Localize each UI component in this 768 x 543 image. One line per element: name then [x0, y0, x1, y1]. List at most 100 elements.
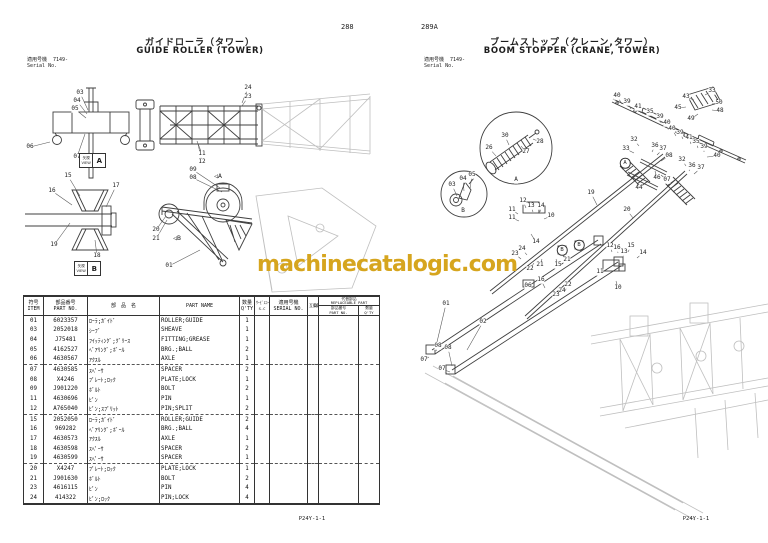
callout-21: 21 — [536, 260, 544, 269]
callout-01: 01 — [442, 299, 450, 308]
callout-11: 11 — [596, 267, 604, 276]
callout-26: 26 — [485, 143, 493, 152]
callout-13: 13 — [620, 247, 628, 256]
callout-08: 08 — [434, 341, 442, 350]
callout-23: 23 — [511, 249, 519, 258]
callout-04: 04 — [73, 96, 81, 105]
callout-24: 24 — [518, 244, 526, 253]
callout-11: 11 — [198, 149, 206, 158]
callout-07: 07 — [73, 152, 81, 161]
right-title-jp: ブームストップ（クレーン,タワー） — [490, 38, 654, 48]
callout-16: 16 — [613, 243, 621, 252]
callout-40: 40 — [663, 118, 671, 127]
view-arrow-B: ◁B — [173, 233, 181, 242]
callout-02: 02 — [479, 317, 487, 326]
callout-43: 43 — [682, 92, 690, 101]
callout-41: 41 — [634, 102, 642, 111]
callout-27: 27 — [522, 147, 530, 156]
callout-22: 22 — [526, 264, 534, 273]
callout-40: 40 — [613, 91, 621, 100]
callout-06: 06 — [26, 142, 34, 151]
callout-19: 19 — [587, 188, 595, 197]
callout-B: B — [461, 206, 465, 215]
callout-20: 20 — [623, 205, 631, 214]
serial-label-en: Serial No. — [27, 62, 58, 69]
callout-18: 18 — [93, 251, 101, 260]
callout-48: 48 — [716, 106, 724, 115]
serial-label-en: Serial No. — [424, 62, 455, 69]
right-page-number: 289A — [421, 23, 438, 31]
callout-17: 17 — [112, 181, 120, 190]
left-serial-block: 適用号機 7149- Serial No. — [27, 57, 69, 70]
callout-05: 05 — [71, 104, 79, 113]
left-title-jp: ガイドローラ（タワー） — [144, 38, 255, 48]
callout-21: 21 — [563, 255, 571, 264]
view-a-letter: A — [96, 156, 103, 165]
callout-01: 01 — [165, 261, 173, 270]
callout-39: 39 — [676, 128, 684, 137]
callout-32: 32 — [630, 135, 638, 144]
callout-20: 20 — [152, 225, 160, 234]
col-name-jp: 部 品 名 — [87, 296, 160, 316]
left-footer-code: P24Y-1-1 — [298, 516, 326, 522]
callout-10: 10 — [614, 283, 622, 292]
col-sc: ｻｰﾋﾞｽｺｰﾄﾞS.C — [254, 296, 270, 316]
callout-36: 36 — [651, 141, 659, 150]
callout-12: 12 — [198, 157, 206, 166]
callout-14: 14 — [639, 248, 647, 257]
callout-41: 41 — [685, 133, 693, 142]
callout-04: 04 — [459, 174, 467, 183]
callout-40: 40 — [668, 124, 676, 133]
callout-39: 39 — [656, 112, 664, 121]
guide-roller-diagram — [25, 87, 377, 293]
serial-label-jp: 適用号機 — [424, 57, 445, 63]
callout-33: 33 — [622, 144, 630, 153]
callout-07: 07 — [420, 355, 428, 364]
callout-12: 12 — [519, 196, 527, 205]
watermark: machinecatalogic.com — [257, 252, 518, 277]
callout-28: 28 — [536, 137, 544, 146]
callout-39: 39 — [623, 97, 631, 106]
callout-35: 35 — [692, 137, 700, 146]
callout-10: 10 — [547, 211, 555, 220]
left-page-number: 288 — [341, 23, 354, 31]
serial-value: 7149- — [53, 57, 69, 63]
callout-44: 44 — [635, 183, 643, 192]
col-ica: 互換性ICA — [307, 296, 319, 316]
callout-23: 23 — [552, 290, 560, 299]
callout-35: 35 — [646, 107, 654, 116]
callout-07: 07 — [438, 364, 446, 373]
callout-49: 49 — [687, 114, 695, 123]
callout-05: 05 — [468, 170, 476, 179]
left-title-en: GUIDE ROLLER (TOWER) — [136, 46, 264, 56]
serial-label-jp: 適用号機 — [27, 57, 48, 63]
callout-09: 09 — [189, 165, 197, 174]
callout-03: 03 — [76, 88, 84, 97]
callout-13: 13 — [527, 201, 535, 210]
callout-15: 15 — [627, 241, 635, 250]
callout-22: 22 — [564, 280, 572, 289]
callout-14: 14 — [532, 237, 540, 246]
